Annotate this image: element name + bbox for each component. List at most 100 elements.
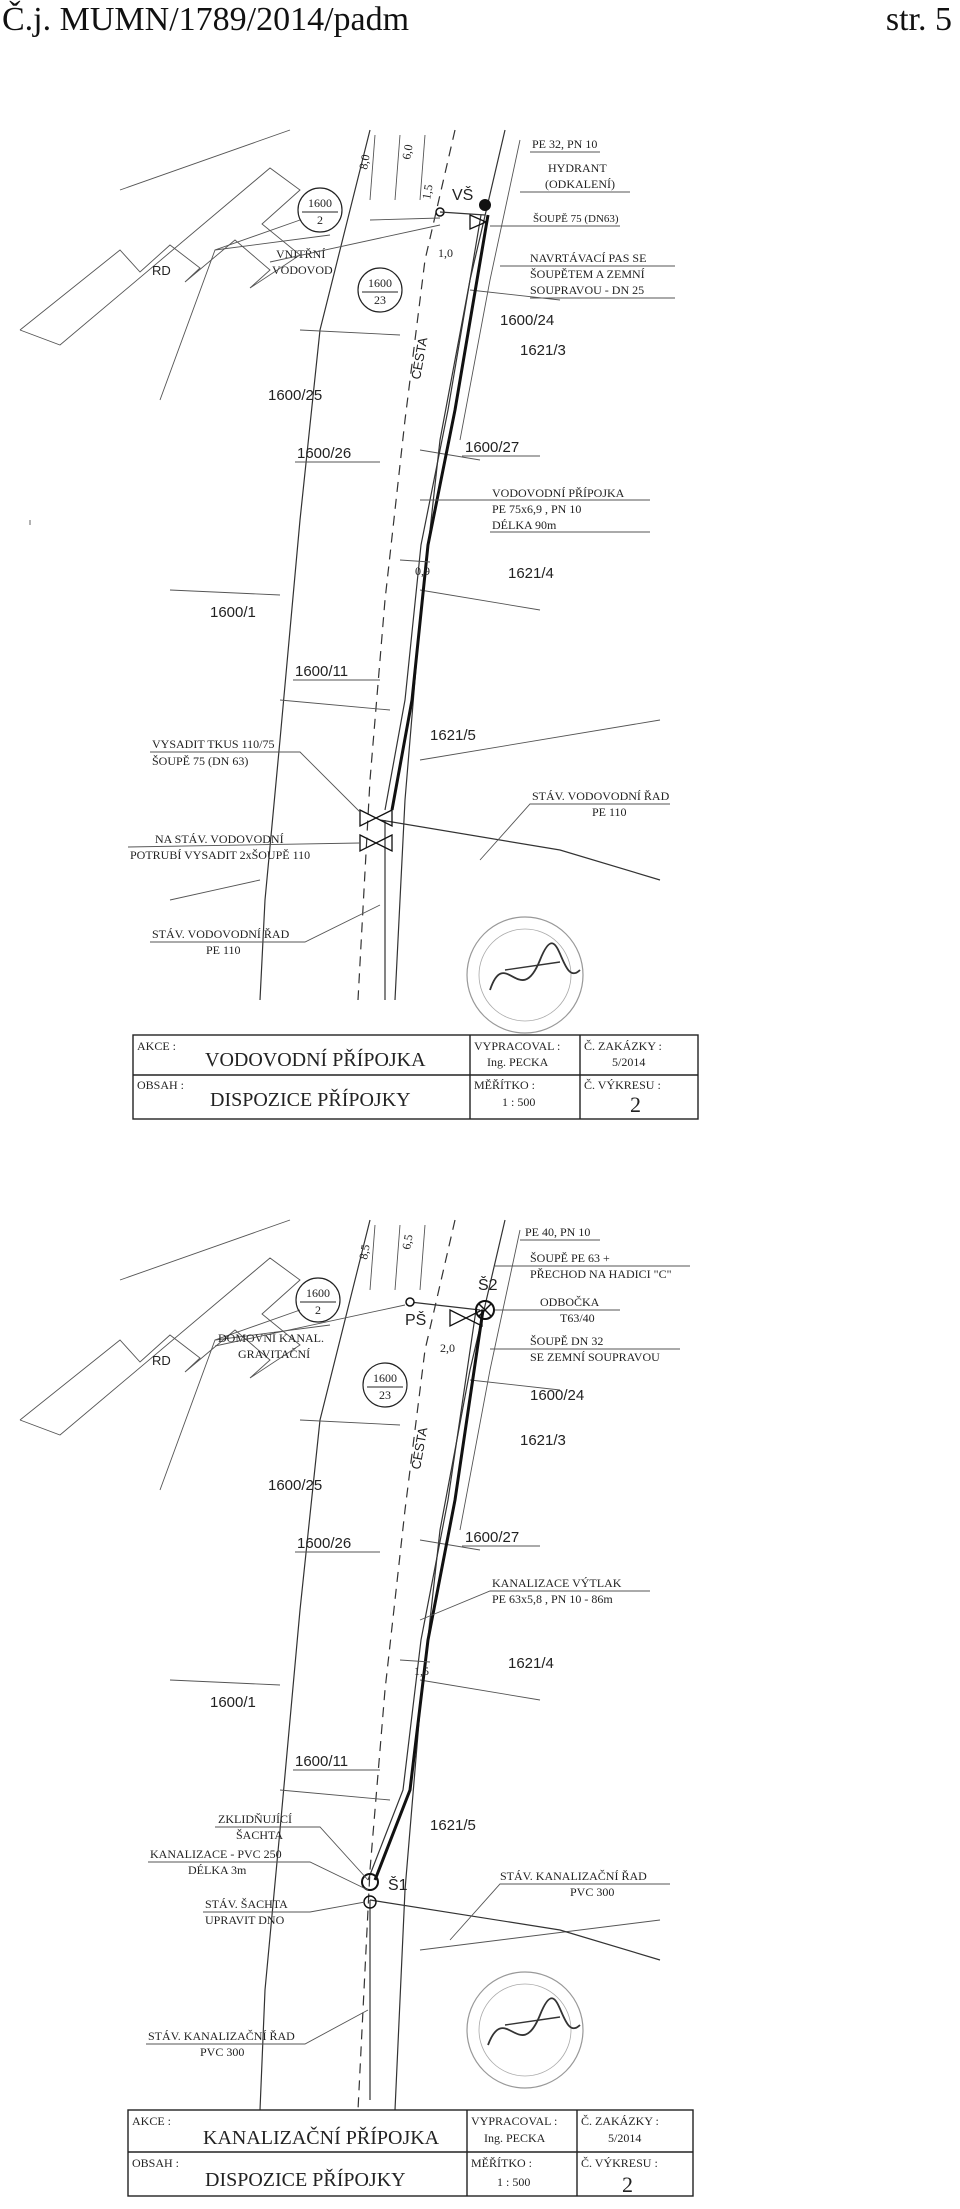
parcel-1600-26: 1600/26 — [297, 445, 351, 462]
parcel-circle-bottom: 2 — [317, 213, 323, 227]
label-ps: PŠ — [405, 1310, 426, 1329]
label-soupe63: PŘECHOD NA HADICI "C" — [530, 1267, 672, 1281]
label-domovni: DOMOVNÍ KANAL. — [218, 1331, 324, 1345]
title-obsah-label: OBSAH : — [132, 2156, 179, 2170]
parcel-boundary — [419, 719, 661, 761]
parcel-1621-5: 1621/5 — [430, 727, 476, 744]
parcel-boundary — [214, 234, 331, 251]
house-outline — [19, 167, 301, 346]
label-potrubi: NA STÁV. VODOVODNÍ — [155, 832, 284, 846]
label-stav-rad: STÁV. VODOVODNÍ ŘAD — [152, 927, 290, 941]
label-navrtavaci: ŠOUPĚTEM A ZEMNÍ — [530, 267, 645, 281]
road-centerline — [357, 129, 456, 1001]
label-pe40: PE 40, PN 10 — [525, 1225, 590, 1239]
label-vs: VŠ — [452, 185, 473, 204]
title-meritko-value: 1 : 500 — [497, 2175, 530, 2189]
sewer-pressure-pipe-inner — [367, 1309, 477, 1881]
parcel-boundary — [279, 699, 391, 711]
dimension-lines — [369, 134, 441, 563]
label-soupe75: ŠOUPĚ 75 (DN63) — [533, 213, 619, 225]
label-stav-rad: PE 110 — [592, 805, 627, 819]
road-edge-left — [259, 1219, 371, 2111]
label-pripojka: DÉLKA 90m — [492, 518, 557, 532]
road-centerline — [357, 1219, 456, 2111]
parcel-1621-4: 1621/4 — [508, 1655, 554, 1672]
parcel-1621-5: 1621/5 — [430, 1817, 476, 1834]
label-pripojka: PE 75x6,9 , PN 10 — [492, 502, 581, 516]
label-navrtavaci: NAVRTÁVACÍ PAS SE — [530, 251, 646, 265]
parcel-1600-25: 1600/25 — [268, 387, 322, 404]
parcel-1621-3: 1621/3 — [520, 1432, 566, 1449]
dimension-label: 8,0 — [356, 153, 372, 170]
parcel-boundary — [169, 879, 261, 901]
parcel-boundary — [419, 589, 541, 611]
title-zakazka-label: Č. ZAKÁZKY : — [581, 2114, 659, 2128]
label-soupe63: ŠOUPĚ PE 63 + — [530, 1251, 610, 1265]
label-cesta: CESTA — [408, 1426, 430, 1471]
page-number: str. 5 — [885, 1, 952, 38]
label-rd: RD — [152, 263, 171, 278]
parcel-circle-bottom: 23 — [379, 1388, 391, 1402]
label-hydrant-sub: (ODKALENÍ) — [545, 177, 615, 191]
parcel-1621-3: 1621/3 — [520, 342, 566, 359]
parcel-circle-bottom: 2 — [315, 1303, 321, 1317]
parcel-boundary — [279, 1789, 391, 1801]
label-soupe32: ŠOUPĚ DN 32 — [530, 1334, 603, 1348]
title-author: Ing. PECKA — [484, 2131, 546, 2145]
label-potrubi: POTRUBÍ VYSADIT 2xŠOUPĚ 110 — [130, 848, 310, 862]
title-obsah-value: DISPOZICE PŘÍPOJKY — [205, 2168, 406, 2191]
label-pripojka: VODOVODNÍ PŘÍPOJKA — [492, 486, 625, 500]
label-zklidnujici: ŠACHTA — [236, 1828, 283, 1842]
parcel-1600-24: 1600/24 — [530, 1387, 584, 1404]
parcel-circle-1600-2: 1600 2 — [295, 1277, 341, 1323]
label-rd: RD — [152, 1353, 171, 1368]
parcel-boundary — [419, 1539, 481, 1551]
label-tkus: ŠOUPĚ 75 (DN 63) — [152, 754, 248, 768]
title-zakazka-value: 5/2014 — [608, 2131, 641, 2145]
parcel-boundary — [419, 1919, 661, 1951]
title-vykres-value: 2 — [622, 2172, 633, 2197]
label-cesta: CESTA — [408, 336, 430, 381]
parcel-1600-24: 1600/24 — [500, 312, 554, 329]
parcel-boundary — [169, 1679, 281, 1686]
existing-sewer — [369, 1899, 661, 1961]
label-soupe32: SE ZEMNÍ SOUPRAVOU — [530, 1350, 660, 1364]
house-outline — [19, 1257, 301, 1436]
label-odbocka: T63/40 — [560, 1311, 595, 1325]
parcel-boundary — [119, 1219, 291, 1281]
title-zakazka-value: 5/2014 — [612, 1055, 645, 1069]
parcel-boundary — [299, 1419, 401, 1426]
dimension-label: 2,0 — [440, 1341, 455, 1355]
label-stav-kan: STÁV. KANALIZAČNÍ ŘAD — [148, 2029, 295, 2043]
title-vypracoval-label: VYPRACOVAL : — [471, 2114, 557, 2128]
parcel-circle-top: 1600 — [306, 1286, 330, 1300]
label-stav-kan: STÁV. KANALIZAČNÍ ŘAD — [500, 1869, 647, 1883]
road-edge-outer — [459, 139, 521, 441]
label-s1: Š1 — [388, 1875, 408, 1894]
label-vnitrni: VNITŘNÍ — [276, 247, 325, 261]
title-akce-label: AKCE : — [137, 1039, 176, 1053]
parcel-circle-1600-23: 1600 23 — [357, 267, 403, 313]
parcel-boundary — [119, 129, 291, 191]
parcel-1621-4: 1621/4 — [508, 565, 554, 582]
road-edge-right — [394, 129, 506, 1001]
label-stav-sachta: STÁV. ŠACHTA — [205, 1897, 288, 1911]
parcel-1600-11: 1600/11 — [295, 1753, 348, 1770]
water-pipe-inner — [384, 214, 482, 811]
label-vytlak: KANALIZACE VÝTLAK — [492, 1576, 622, 1590]
valve-icon — [449, 1308, 483, 1328]
title-vykres-label: Č. VÝKRESU : — [584, 1078, 661, 1092]
label-stav-sachta: UPRAVIT DNO — [205, 1913, 285, 1927]
inspection-shaft-icon — [405, 1297, 415, 1307]
parcel-circle-top: 1600 — [308, 196, 332, 210]
road-edge-outer — [459, 1229, 521, 1531]
label-odbocka: ODBOČKA — [540, 1295, 600, 1309]
water-pipe — [390, 214, 490, 811]
title-block: AKCE : KANALIZAČNÍ PŘÍPOJKA OBSAH : DISP… — [127, 2109, 694, 2197]
parcel-1600-26: 1600/26 — [297, 1535, 351, 1552]
title-meritko-value: 1 : 500 — [502, 1095, 535, 1109]
official-stamp — [466, 1971, 584, 2089]
drawing-sewer-connection: 1600 2 1600 23 8,5 6,5 2,0 1,5 PE 40, PN… — [19, 1219, 694, 2197]
title-obsah-value: DISPOZICE PŘÍPOJKY — [210, 1088, 411, 1111]
title-vykres-value: 2 — [630, 1092, 641, 1117]
